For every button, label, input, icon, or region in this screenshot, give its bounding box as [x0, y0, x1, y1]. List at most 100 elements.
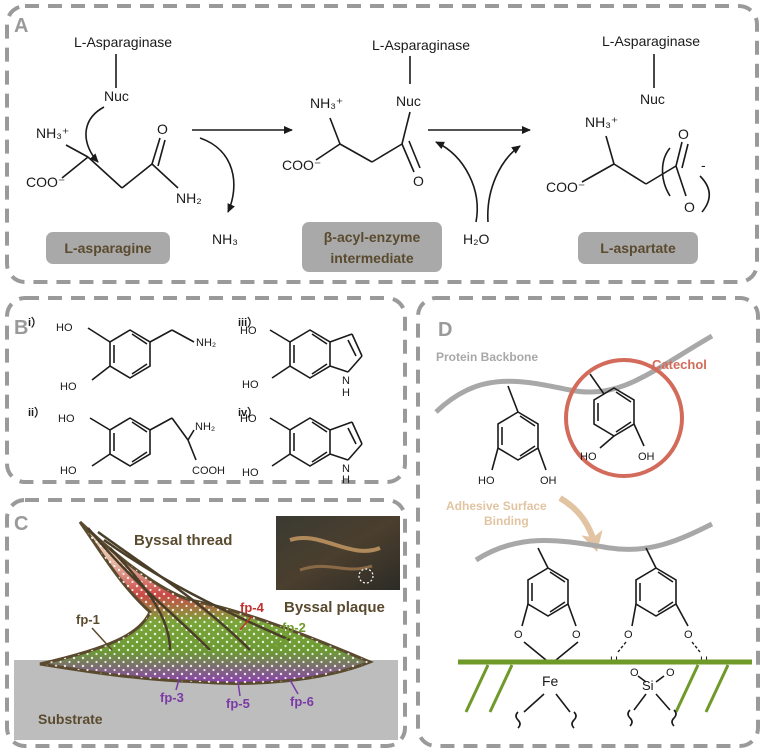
- nh3plus-label-3: NH₃⁺: [585, 114, 618, 130]
- nh2-label-1: NH₂: [176, 190, 202, 206]
- adhesive-binding-arrow: [558, 495, 603, 552]
- svg-text:O: O: [684, 629, 693, 641]
- nucleophilic-attack-arrow: [85, 106, 105, 163]
- svg-text:intermediate: intermediate: [330, 250, 413, 266]
- surface-hatching: [464, 664, 730, 713]
- pill-intermediate: β-acyl-enzyme intermediate: [302, 222, 442, 272]
- nh3plus-label-2: NH₃⁺: [310, 95, 343, 111]
- coo-label-1: COO⁻: [26, 174, 65, 190]
- svg-text:NH₂: NH₂: [196, 337, 216, 349]
- svg-text:β-acyl-enzyme: β-acyl-enzyme: [324, 229, 421, 245]
- coo-label-3: COO⁻: [546, 179, 585, 195]
- mussel-photo: [276, 516, 400, 590]
- svg-text:HO: HO: [242, 467, 259, 479]
- nuc-label-3: Nuc: [640, 91, 665, 107]
- protein-backbone-top: [434, 333, 714, 414]
- svg-text:N: N: [342, 375, 350, 387]
- protein-backbone-bottom: [474, 521, 714, 563]
- water-release-arrow: [487, 145, 521, 223]
- catechol-unit-2: HO OH: [580, 373, 655, 463]
- svg-text:COOH: COOH: [192, 465, 225, 477]
- catechol-label: Catechol: [652, 357, 707, 372]
- h-bonded-catechol: O O H H: [610, 547, 708, 667]
- svg-text:i）: i）: [28, 316, 42, 329]
- fp4-label: fp-4: [240, 600, 265, 615]
- svg-text:HO: HO: [240, 325, 257, 337]
- o-label-2: O: [413, 173, 424, 189]
- panel-a: A L-Asparaginase Nuc NH₃⁺ COO⁻ O NH₂ NH₃…: [5, 4, 759, 284]
- o-label-3a: O: [678, 126, 689, 142]
- l-aspartate-structure: L-Asparaginase Nuc NH₃⁺ COO⁻ O O -: [546, 33, 711, 215]
- panel-d-border: [416, 296, 760, 748]
- h2o-label: H₂O: [463, 231, 490, 247]
- panel-b-letter: B: [14, 317, 28, 339]
- panel-a-border: [5, 4, 759, 284]
- panel-c-border: [5, 498, 407, 748]
- fp3-label: fp-3: [160, 690, 184, 705]
- substrate-label: Substrate: [38, 711, 103, 727]
- catechol-unit-1: HO OH: [478, 385, 557, 487]
- svg-text:OH: OH: [540, 475, 557, 487]
- svg-text:NH₂: NH₂: [195, 421, 215, 433]
- water-attack-arrow: [435, 141, 478, 223]
- svg-text:H: H: [342, 474, 350, 486]
- fp1-label: fp-1: [76, 612, 100, 627]
- nh3-label: NH₃: [212, 231, 238, 247]
- svg-text:L-asparagine: L-asparagine: [64, 240, 151, 256]
- svg-text:iv）: iv）: [238, 406, 258, 419]
- fe-label: Fe: [542, 673, 559, 689]
- l-asparagine-structure: L-Asparaginase Nuc NH₃⁺ COO⁻ O NH₂: [26, 34, 202, 206]
- acyl-enzyme-structure: L-Asparaginase Nuc NH₃⁺ COO⁻ O: [282, 37, 470, 189]
- protein-backbone-label: Protein Backbone: [436, 350, 538, 364]
- o-label-3b: O: [684, 199, 695, 215]
- svg-text:HO: HO: [60, 465, 77, 477]
- svg-text:HO: HO: [56, 322, 73, 334]
- svg-text:HO: HO: [58, 413, 75, 425]
- panel-d-letter: D: [438, 319, 452, 341]
- svg-text:O: O: [624, 629, 633, 641]
- pill-l-aspartate: L-aspartate: [578, 232, 698, 264]
- coo-label-2: COO⁻: [282, 157, 321, 173]
- fe-bound-catechol: O O: [514, 547, 581, 661]
- nuc-label-2: Nuc: [396, 93, 421, 109]
- catechol-highlight-circle: [564, 358, 684, 478]
- svg-text:HO: HO: [242, 379, 259, 391]
- adhesive-label-line1: Adhesive Surface: [446, 499, 547, 513]
- byssal-thread-label: Byssal thread: [134, 532, 232, 549]
- svg-text:HO: HO: [240, 413, 257, 425]
- byssal-plaque-label: Byssal plaque: [284, 599, 385, 616]
- svg-text:HO: HO: [478, 475, 495, 487]
- minus-label: -: [701, 157, 706, 173]
- o-label-1: O: [157, 121, 168, 137]
- svg-text:O: O: [514, 629, 523, 641]
- adhesive-label-line2: Binding: [484, 514, 529, 528]
- si-label: Si: [642, 678, 654, 693]
- structure-ii: ii） HO HO NH₂ COOH: [28, 406, 225, 477]
- fp6-label: fp-6: [290, 694, 314, 709]
- svg-text:N: N: [342, 463, 350, 475]
- svg-text:HO: HO: [580, 451, 597, 463]
- panel-a-letter: A: [14, 15, 28, 37]
- svg-text:O: O: [630, 667, 639, 679]
- structure-iii: iii） N H HO HO: [238, 316, 363, 399]
- nh3plus-label-1: NH₃⁺: [36, 125, 69, 141]
- enzyme-label-1: L-Asparaginase: [74, 34, 172, 50]
- panel-d: D Protein Backbone HO OH Catechol HO: [416, 296, 760, 748]
- svg-text:OH: OH: [638, 451, 655, 463]
- nuc-label-1: Nuc: [104, 88, 129, 104]
- structure-i: i） HO HO NH₂: [28, 316, 216, 393]
- svg-text:HO: HO: [60, 381, 77, 393]
- panel-b: B i） HO HO NH₂ ii） HO HO: [5, 296, 407, 486]
- structure-iv: iv） N H HO HO: [238, 406, 363, 486]
- panel-c-letter: C: [14, 513, 28, 535]
- svg-text:O: O: [666, 667, 675, 679]
- enzyme-label-3: L-Asparaginase: [602, 33, 700, 49]
- panel-b-border: [5, 296, 407, 484]
- fp2-label: fp-2: [282, 620, 306, 635]
- svg-text:L-aspartate: L-aspartate: [600, 240, 676, 256]
- svg-text:ii）: ii）: [28, 406, 45, 419]
- panel-c: C Byssal thread Byssal plaque fp-1 fp-2 …: [5, 498, 407, 748]
- enzyme-label-2: L-Asparaginase: [372, 37, 470, 53]
- svg-text:O: O: [572, 629, 581, 641]
